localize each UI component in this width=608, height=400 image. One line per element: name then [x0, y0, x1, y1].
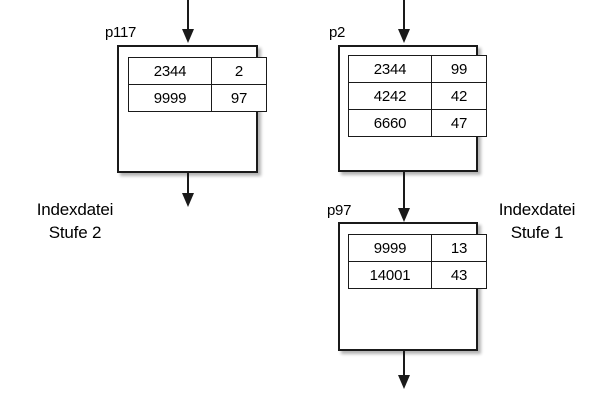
entry-key: 9999: [128, 84, 212, 112]
arrow-into-p117: [180, 0, 196, 44]
entry-value: 13: [431, 234, 487, 262]
caption-right-level-1: Indexdatei Stufe 1: [498, 200, 576, 243]
arrow-p2-to-p97: [396, 171, 412, 223]
entry-table-p2: 2344 99 4242 42 6660 47: [348, 55, 487, 137]
table-row: 14001 43: [348, 261, 487, 289]
entry-key: 14001: [348, 261, 432, 289]
node-label-p97: p97: [327, 202, 352, 219]
entry-key: 6660: [348, 109, 432, 137]
arrow-out-of-p97: [396, 350, 412, 390]
entry-value: 42: [431, 82, 487, 110]
arrow-out-of-p117: [180, 172, 196, 208]
caption-left-level-2: Indexdatei Stufe 2: [36, 200, 114, 243]
table-row: 6660 47: [348, 109, 487, 137]
entry-value: 47: [431, 109, 487, 137]
entry-value: 2: [211, 57, 267, 85]
table-row: 9999 13: [348, 234, 487, 262]
entry-key: 2344: [348, 55, 432, 83]
entry-value: 99: [431, 55, 487, 83]
entry-value: 43: [431, 261, 487, 289]
table-row: 9999 97: [128, 84, 267, 112]
node-label-p117: p117: [105, 24, 137, 41]
entry-table-p117: 2344 2 9999 97: [128, 57, 267, 112]
entry-key: 4242: [348, 82, 432, 110]
entry-value: 97: [211, 84, 267, 112]
entry-table-p97: 9999 13 14001 43: [348, 234, 487, 289]
entry-key: 2344: [128, 57, 212, 85]
table-row: 2344 99: [348, 55, 487, 83]
table-row: 2344 2: [128, 57, 267, 85]
table-row: 4242 42: [348, 82, 487, 110]
entry-key: 9999: [348, 234, 432, 262]
node-label-p2: p2: [329, 24, 346, 41]
arrow-into-p2: [396, 0, 412, 44]
